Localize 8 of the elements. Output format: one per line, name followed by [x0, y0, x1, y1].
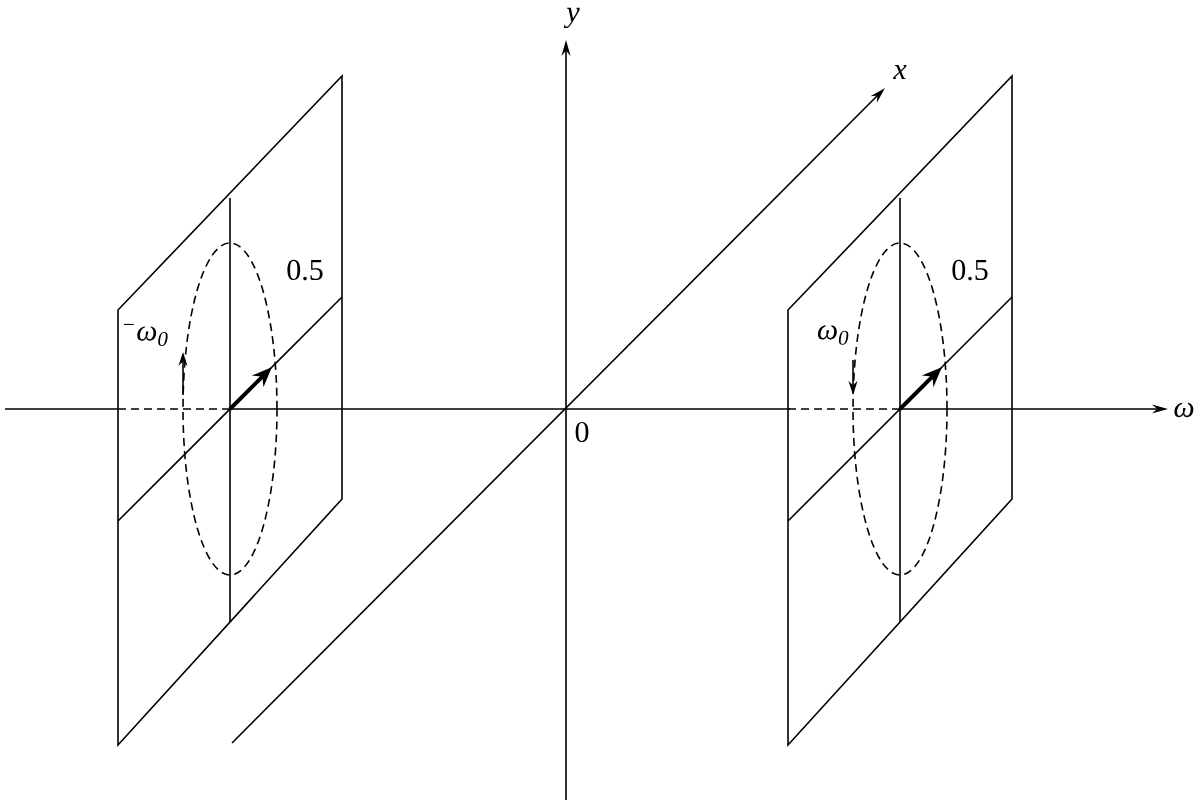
frequency-label: ω$_{0}$ [817, 325, 849, 345]
axis-label: ω [1174, 402, 1194, 418]
axis-label: y [563, 7, 580, 29]
value-label: 0.5 [952, 259, 988, 281]
origin-label: 0 [575, 421, 589, 443]
frequency-label: $^{−}$ω$_{0}$ [123, 323, 168, 347]
value-label: 0.5 [287, 259, 323, 281]
axis-label: x [893, 65, 907, 79]
